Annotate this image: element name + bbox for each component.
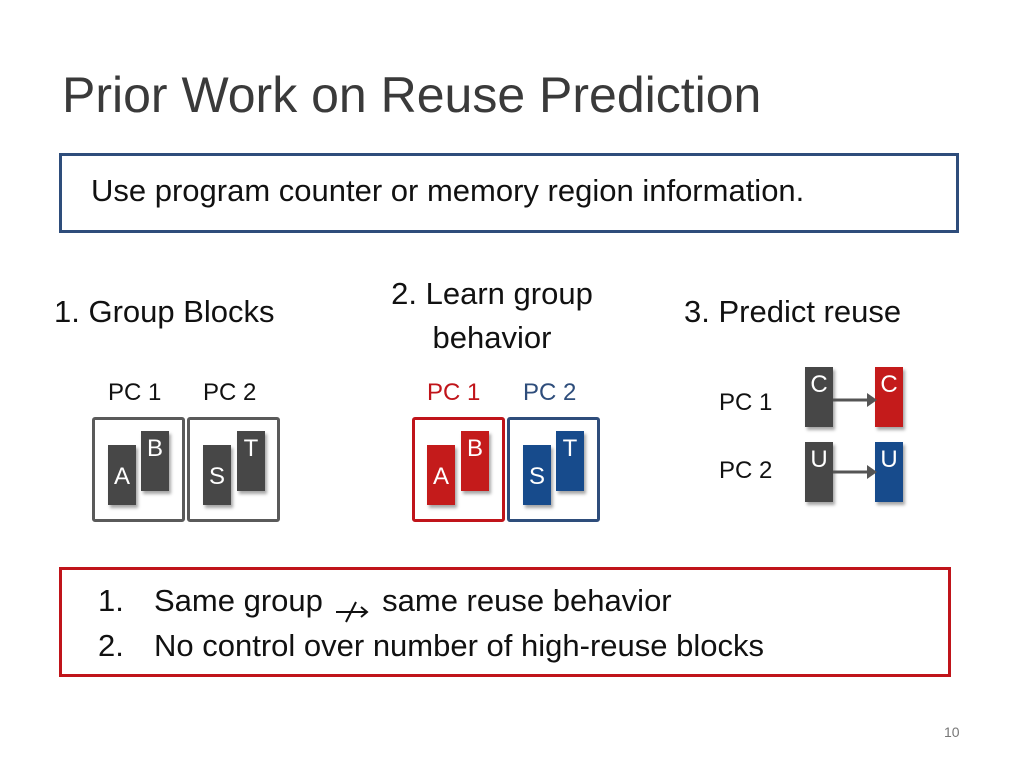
problem-2-text: No control over number of high-reuse blo… bbox=[154, 628, 764, 663]
block-u-gray: U bbox=[805, 442, 833, 502]
problems-box bbox=[59, 567, 951, 677]
block-c-gray: C bbox=[805, 367, 833, 427]
step1-pc1-label: PC 1 bbox=[108, 379, 162, 406]
block-t: T bbox=[556, 431, 584, 491]
block-b: B bbox=[141, 431, 169, 491]
step2-group-pc1 bbox=[412, 417, 505, 522]
slide-title: Prior Work on Reuse Prediction bbox=[62, 67, 762, 123]
step3-pc2-label: PC 2 bbox=[719, 457, 773, 484]
step1-group-pc1 bbox=[92, 417, 185, 522]
step3-pc1-label: PC 1 bbox=[719, 389, 773, 416]
step-3-heading: 3. Predict reuse bbox=[684, 294, 902, 329]
note-text: Use program counter or memory region inf… bbox=[91, 173, 805, 208]
list-item: 2. No control over number of high-reuse b… bbox=[98, 623, 764, 668]
block-c-red: C bbox=[875, 367, 903, 427]
step2-group-pc2 bbox=[507, 417, 600, 522]
crossed-arrow-icon bbox=[332, 591, 374, 623]
step1-group-pc2 bbox=[187, 417, 280, 522]
right-arrow-icon bbox=[833, 465, 877, 479]
step1-pc2-label: PC 2 bbox=[203, 379, 257, 406]
block-u-blue: U bbox=[875, 442, 903, 502]
block-s: S bbox=[203, 445, 231, 505]
problems-list: 1. Same group same reuse behavior 2. No co… bbox=[98, 578, 764, 668]
list-number: 2. bbox=[98, 628, 124, 663]
step2-pc2-label: PC 2 bbox=[523, 379, 577, 406]
step-1-heading: 1. Group Blocks bbox=[54, 294, 275, 329]
block-b: B bbox=[461, 431, 489, 491]
block-s: S bbox=[523, 445, 551, 505]
list-item: 1. Same group same reuse behavior bbox=[98, 578, 764, 623]
block-t: T bbox=[237, 431, 265, 491]
problem-1-after: same reuse behavior bbox=[382, 583, 672, 618]
problem-1-before: Same group bbox=[154, 583, 323, 618]
step3-arrows bbox=[833, 393, 877, 479]
block-a: A bbox=[427, 445, 455, 505]
page-number: 10 bbox=[944, 724, 960, 740]
note-box bbox=[59, 153, 959, 233]
block-a: A bbox=[108, 445, 136, 505]
step2-pc1-label: PC 1 bbox=[427, 379, 481, 406]
right-arrow-icon bbox=[833, 393, 877, 407]
step-2-heading: 2. Learn group behavior bbox=[391, 276, 593, 355]
list-number: 1. bbox=[98, 583, 124, 618]
